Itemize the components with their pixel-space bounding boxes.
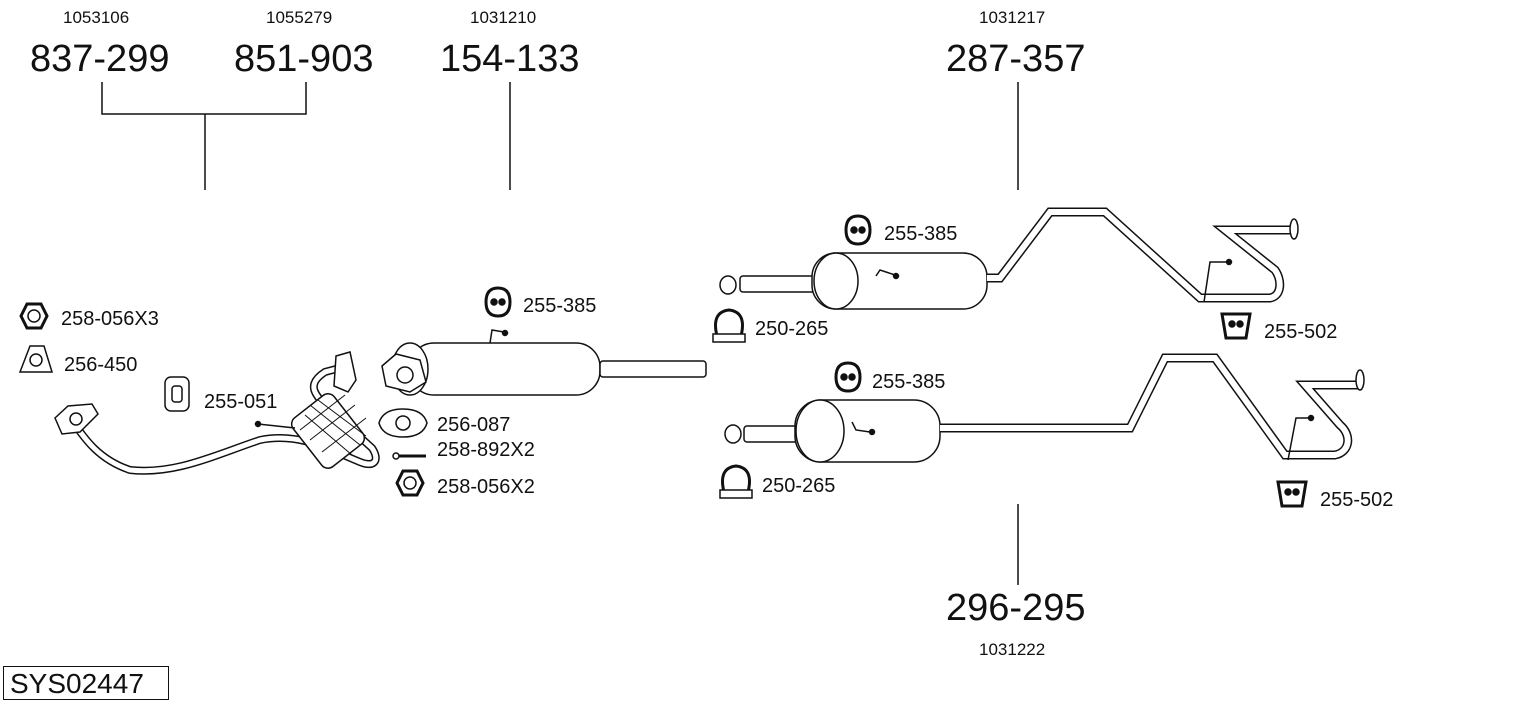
part-number-287-357: 287-357 [946,38,1086,80]
hanger-icon [844,214,872,246]
part-number-837-299: 837-299 [30,38,170,80]
part-number-154-133: 154-133 [440,38,580,80]
nut-icon [395,469,425,497]
gasket-icon [18,345,54,373]
hanger-icon [164,376,190,412]
oe-number-1031210: 1031210 [470,8,537,27]
label-258-892x2: 258-892X2 [437,439,535,461]
label-255-502-b: 255-502 [1320,489,1394,511]
hanger-icon [484,286,512,318]
oe-number-1055279: 1055279 [266,8,333,27]
part-number-296-295: 296-295 [946,587,1086,629]
rear-section-upper [719,207,1299,310]
label-255-385-c: 255-385 [872,371,946,393]
label-255-385-b: 255-385 [884,223,958,245]
hanger-icon [834,361,862,393]
clamp-icon [719,464,753,499]
hanger-icon [1276,480,1308,508]
label-255-051: 255-051 [204,391,278,413]
label-255-502-a: 255-502 [1264,321,1338,343]
clamp-icon [712,308,746,343]
bolt-icon [392,452,426,460]
nut-icon [19,302,49,330]
label-256-087: 256-087 [437,414,511,436]
oe-number-1053106: 1053106 [63,8,130,27]
hanger-icon [1220,312,1252,340]
part-number-851-903: 851-903 [234,38,374,80]
oe-number-1031222: 1031222 [979,640,1046,659]
label-250-265-b: 250-265 [762,475,836,497]
gasket-icon [378,408,428,438]
oe-number-1031217: 1031217 [979,8,1046,27]
system-id-box: SYS02447 [3,666,169,700]
label-258-056x2: 258-056X2 [437,476,535,498]
flex-pipe [290,393,367,469]
label-256-450: 256-450 [64,354,138,376]
label-255-385-a: 255-385 [523,295,597,317]
leader-lines [101,82,1019,585]
rear-section-lower [724,353,1365,463]
label-250-265-a: 250-265 [755,318,829,340]
front-silencer [381,329,707,396]
label-258-056x3: 258-056X3 [61,308,159,330]
